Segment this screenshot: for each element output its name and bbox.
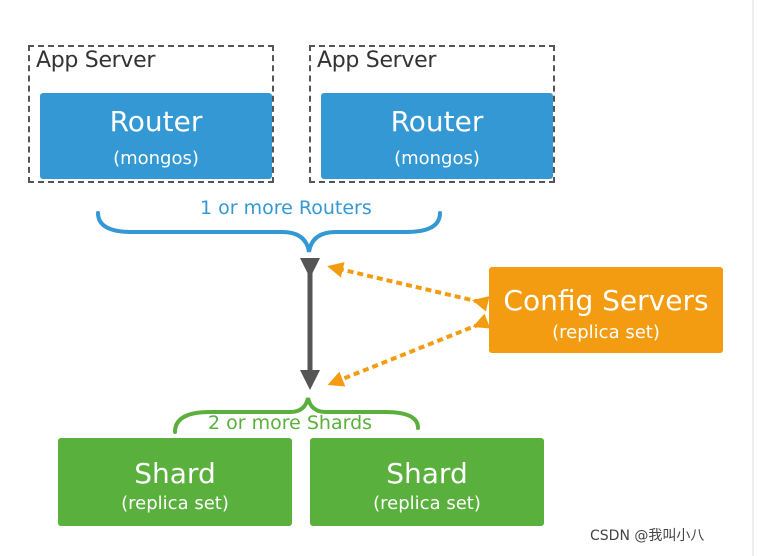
shards-brace-label: 2 or more Shards — [208, 412, 373, 434]
app-server-1: App Server Router (mongos) — [28, 45, 274, 183]
shard-title: Shard — [134, 457, 216, 490]
shard-subtitle: (replica set) — [373, 493, 481, 514]
shard-subtitle: (replica set) — [121, 493, 229, 514]
config-router-arrow — [327, 262, 490, 312]
shard-box-2: Shard (replica set) — [310, 438, 544, 526]
config-shard-arrow — [327, 313, 491, 387]
right-divider — [752, 0, 754, 556]
shards-brace — [173, 397, 420, 434]
config-title: Config Servers — [503, 284, 709, 317]
app-server-2: App Server Router (mongos) — [309, 45, 555, 183]
watermark: CSDN @我叫小八 — [590, 528, 705, 544]
router-box-1: Router (mongos) — [40, 93, 272, 179]
routers-brace — [96, 211, 442, 253]
routers-brace-label: 1 or more Routers — [200, 197, 372, 219]
app-server-label: App Server — [317, 48, 437, 73]
app-server-label: App Server — [36, 48, 156, 73]
router-title: Router — [390, 105, 484, 138]
shard-title: Shard — [386, 457, 468, 490]
config-servers-box: Config Servers (replica set) — [489, 267, 723, 353]
router-title: Router — [109, 105, 203, 138]
config-subtitle: (replica set) — [552, 322, 660, 343]
router-box-2: Router (mongos) — [321, 93, 553, 179]
router-subtitle: (mongos) — [394, 148, 480, 169]
router-subtitle: (mongos) — [113, 148, 199, 169]
shard-box-1: Shard (replica set) — [58, 438, 292, 526]
